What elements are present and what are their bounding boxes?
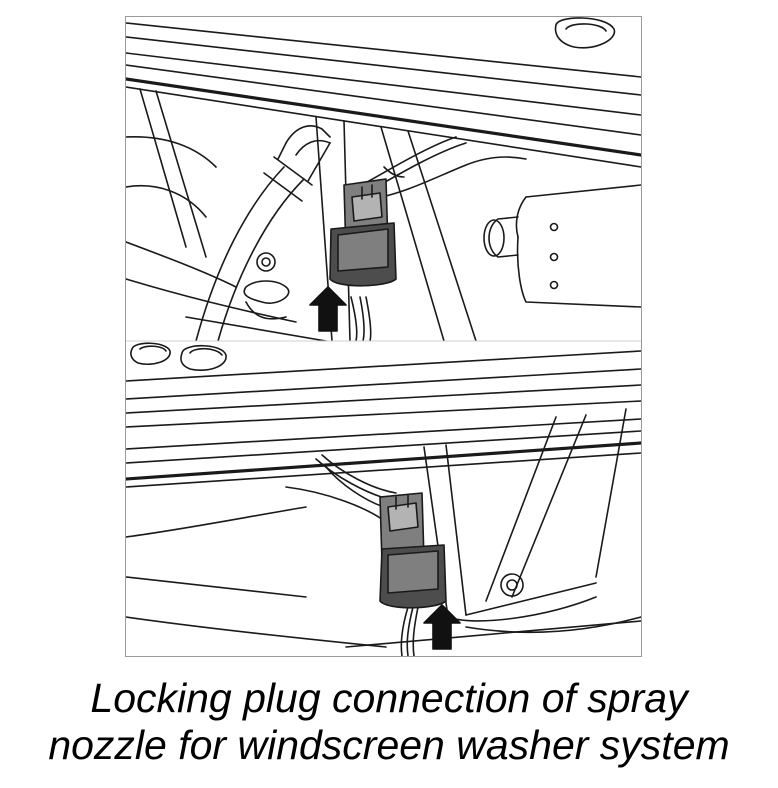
bottom-background-lines	[126, 486, 641, 648]
top-panel	[126, 17, 641, 341]
diagram-frame	[125, 16, 642, 657]
top-arrow	[309, 286, 347, 332]
top-connector	[329, 166, 405, 287]
diagram-illustration	[126, 17, 641, 656]
top-bracket	[139, 88, 477, 341]
top-washer-hose	[195, 125, 331, 341]
top-background-lines	[126, 135, 327, 341]
bottom-bosses	[130, 342, 227, 371]
bottom-arrow	[423, 604, 461, 650]
bottom-bracket	[423, 408, 627, 622]
bottom-frame-rail	[126, 350, 641, 488]
top-washer-pump	[483, 184, 641, 308]
bottom-connector	[379, 492, 447, 609]
top-boss	[554, 17, 616, 49]
top-screw	[243, 252, 290, 320]
top-frame-rail	[126, 22, 641, 168]
figure-caption: Locking plug connection of spray nozzle …	[0, 675, 778, 769]
caption-line-2: nozzle for windscreen washer system	[48, 722, 730, 768]
bottom-panel	[126, 342, 641, 656]
caption-line-1: Locking plug connection of spray	[90, 675, 688, 721]
